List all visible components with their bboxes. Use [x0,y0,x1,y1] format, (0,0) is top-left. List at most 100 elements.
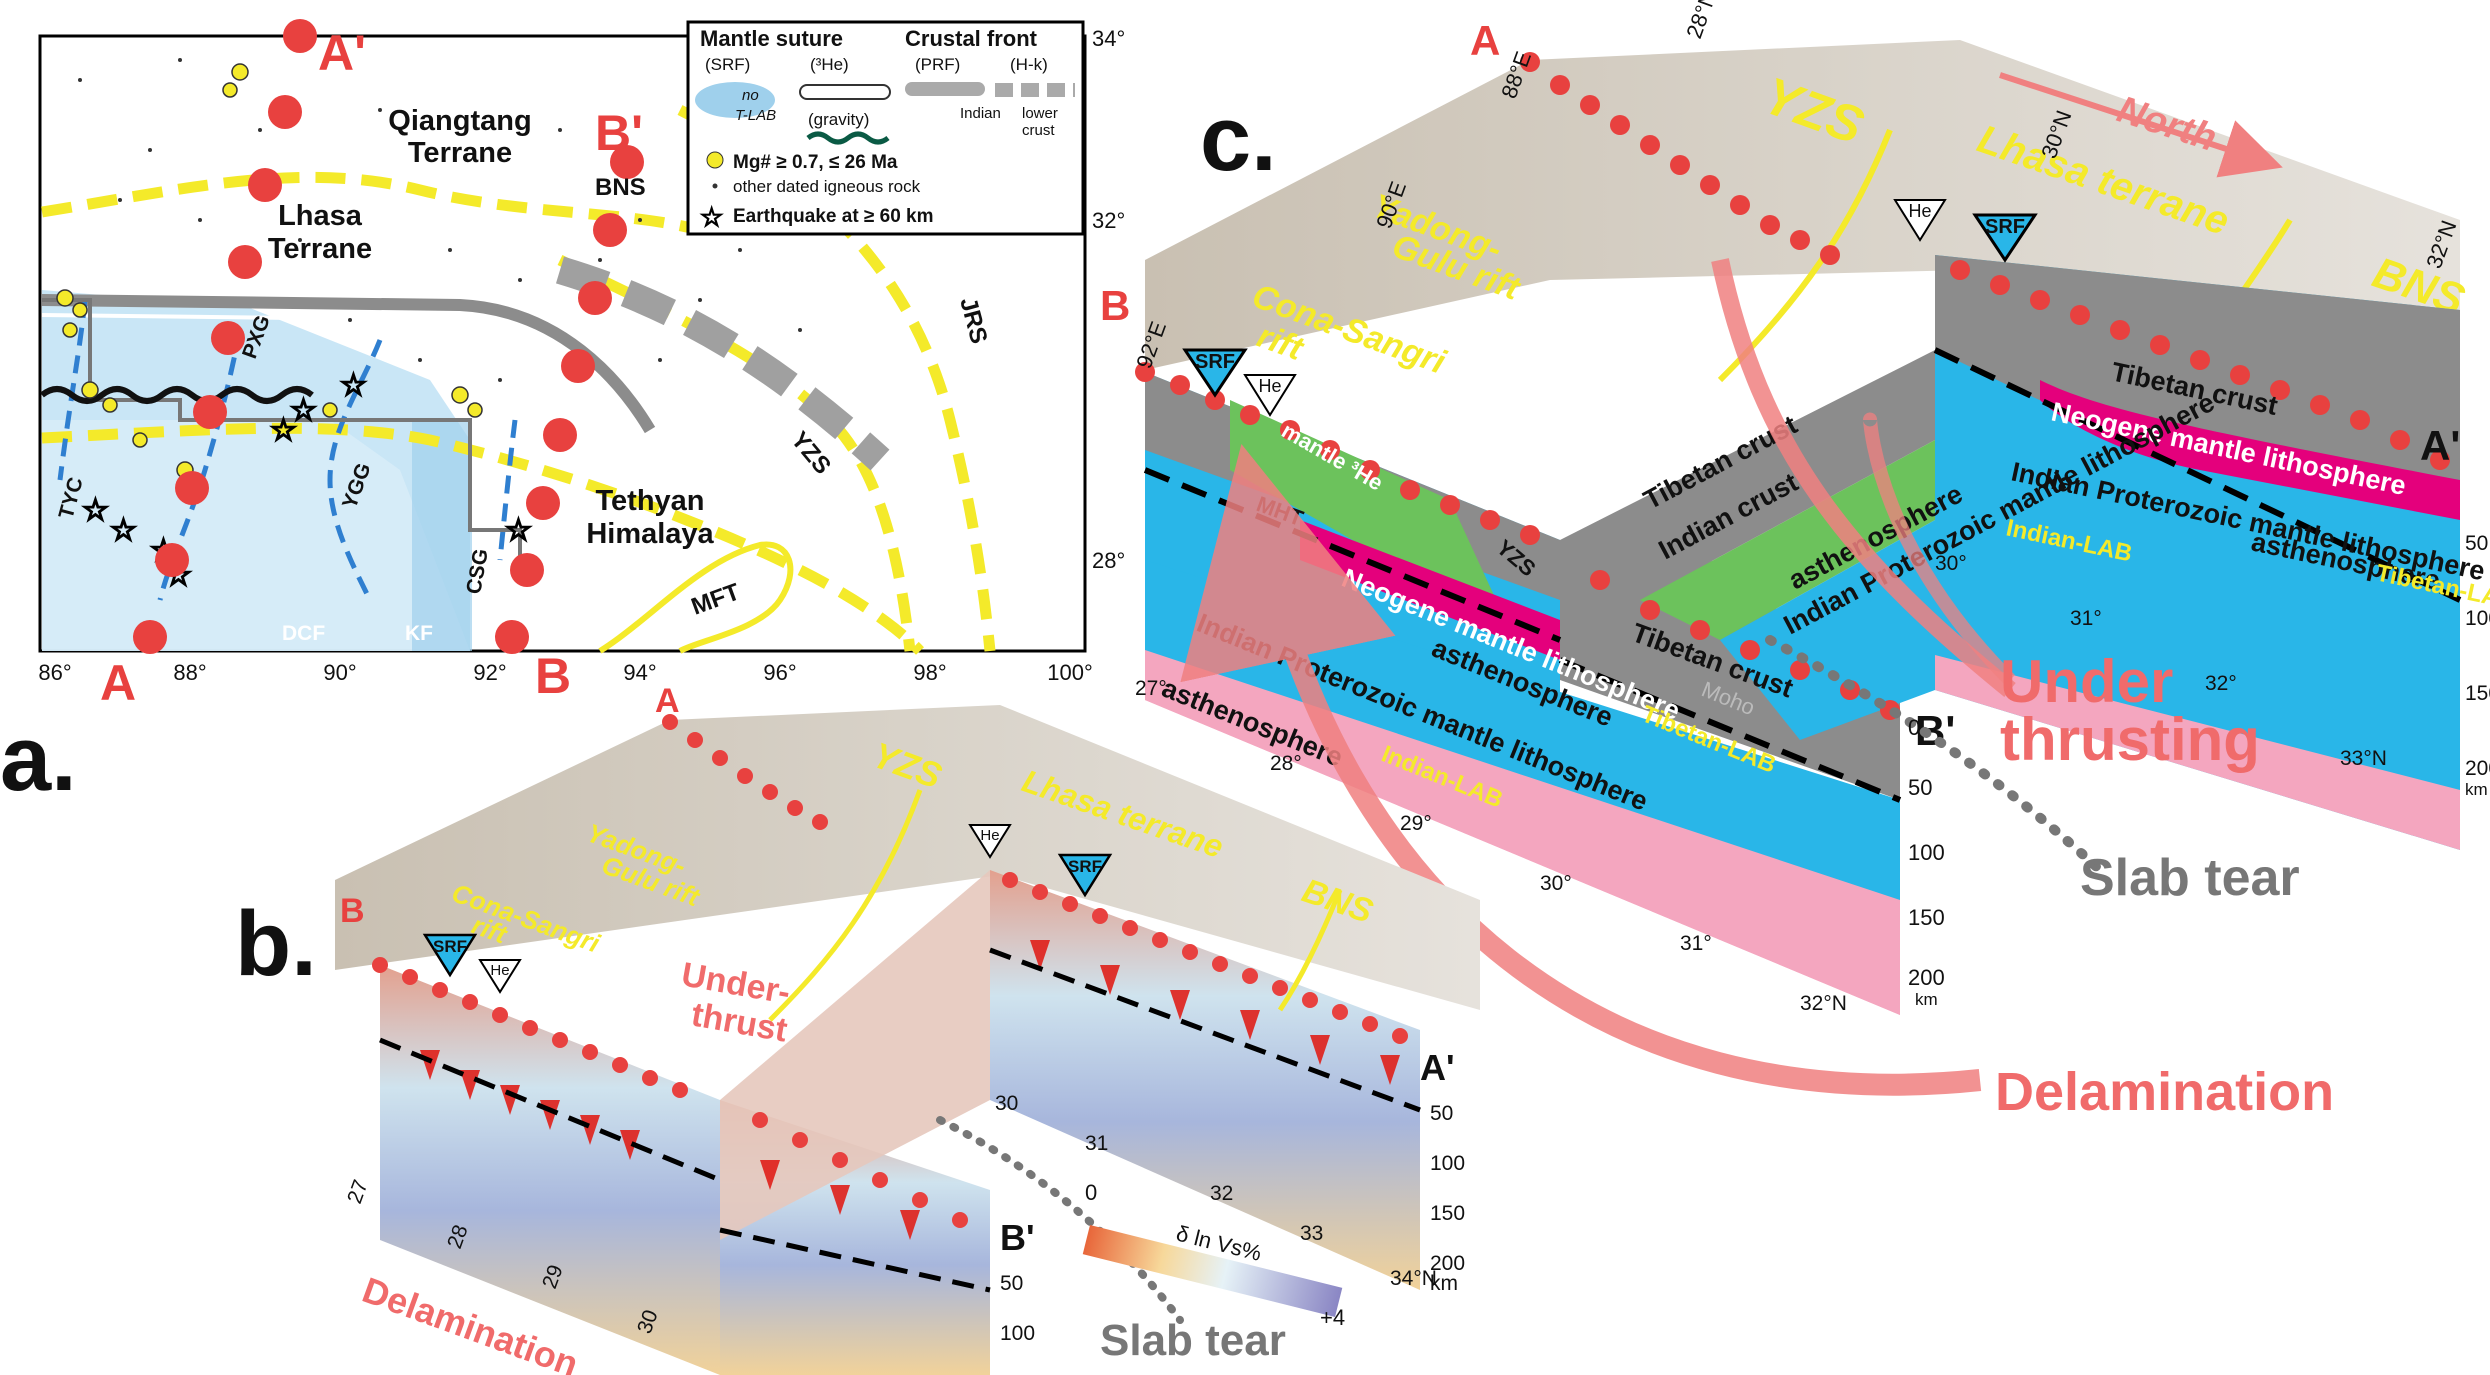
b-colorbar [1082,1225,1343,1318]
b-front-section [380,965,720,1375]
legend-no: no [742,87,759,104]
lat-32: 32° [1092,208,1125,233]
b-rlat-30: 30 [995,1092,1018,1115]
c-depth-200: 200 [1908,965,1945,990]
c-lat-32: 32°N [1800,992,1847,1015]
label-tethyan-1: Tethyan [595,485,704,517]
c-lat-27: 27° [1135,677,1167,700]
b-rlat-32: 32 [1210,1182,1233,1205]
c-back-right-neogene [2040,380,2460,520]
b-depth-front: 50 100 [1000,1272,1035,1345]
map-A-prime: A' [318,25,366,81]
map-lon-ticks: 86° 88° 90° 92° 94° 96° 98° 100° [38,660,1092,685]
lon-96: 96° [763,660,796,685]
rift-tyc [57,299,88,481]
b-srf-left: SRF He [422,933,522,994]
label-bns: BNS [595,174,646,201]
b-A-prime: A' [1420,1047,1455,1088]
b-yzs-line [768,789,923,1022]
front-prf [41,294,656,434]
b-rlat-33: 33 [1300,1222,1323,1245]
legend-gravity-swatch [806,131,890,145]
earthquake-stars: ☆☆☆☆ ☆☆☆☆ [81,367,533,594]
csg-band [412,420,472,651]
label-dcf: DCF [282,622,325,645]
lon-100: 100° [1047,660,1093,685]
suture-yzs [41,422,924,655]
b-rdepth-100: 100 [1430,1152,1465,1175]
c-srf-right: SRF He [1893,199,2038,263]
svg-text:☆: ☆ [82,493,109,528]
b-B: B [340,892,365,930]
b-he-right-label: He [980,827,999,844]
b-rdepth-200: 200 [1430,1252,1465,1275]
b-dots [372,714,1408,1228]
legend-star-icon: ☆ [700,203,723,233]
thrust-mft [598,541,794,654]
panel-a-map: ☆☆☆☆ ☆☆☆☆ A' B' A B Qiangtang Terrane Lh… [38,19,1125,711]
c-lat-28: 28° [1270,752,1302,775]
map-B-prime: B' [595,105,643,161]
legend-other-rock: other dated igneous rock [733,177,921,196]
b-slab-tear-label: Slab tear [1100,1316,1286,1365]
rift-ygg [327,339,383,602]
c-rlat-30: 30° [1935,552,1967,575]
lon-98: 98° [913,660,946,685]
c-slab-tear-dots [1765,635,2105,875]
map-A: A [100,655,136,711]
c-lat-30: 30° [1540,872,1572,895]
label-tethyan-2: Himalaya [586,518,714,550]
b-moho-lower [719,1227,991,1293]
c-moho-right [1933,347,2462,603]
c-delamination-arrow [1180,443,1982,1096]
c-slab-tear-label: Slab tear [2080,849,2300,907]
c-lat-29: 29° [1400,812,1432,835]
map-lat-ticks: 34° 32° 28° [1092,26,1125,573]
legend-srf: (SRF) [705,55,750,74]
legend-rock-swatch [712,183,718,189]
b-fdepth-50: 50 [1000,1272,1023,1295]
c-B: B [1100,282,1130,329]
legend-crust: crust [1022,122,1055,139]
c-depth-50: 50 [1908,775,1932,800]
lat-34: 34° [1092,26,1125,51]
c-srf-left: SRF He [1182,348,1297,417]
c-top-surface [1145,40,2460,370]
c-moho-lower [1558,657,1902,803]
c-depth-150: 150 [1908,905,1945,930]
label-lhasa-2: Terrane [268,233,372,265]
b-rdepth-150: 150 [1430,1202,1465,1225]
rift-csg [497,419,518,561]
c-underthrust-arrow-1 [1711,258,2016,697]
label-kf: KF [405,622,433,645]
panel-b-block: A B A' B' YZS Lhasa terrane BNS Yadong- … [335,682,1480,1375]
b-moho-front [379,1037,721,1183]
c-delamination-label: Delamination [1995,1062,2334,1122]
mg-circles [56,63,483,479]
svg-text:☆: ☆ [290,393,317,428]
legend-crustal-front: Crustal front [905,26,1038,51]
c-rdepth-200: 200 [2465,757,2490,780]
b-lat-27: 27 [343,1177,373,1207]
svg-text:☆: ☆ [270,413,297,448]
legend-mantle-suture: Mantle suture [700,26,843,51]
c-lat-31: 31° [1680,932,1712,955]
panel-label-b: b. [235,893,317,995]
c-rdepth-50: 50 [2465,532,2488,555]
lon-88: 88° [173,660,206,685]
c-he-right-label: He [1908,201,1931,221]
c-srf-right-label: SRF [1985,216,2025,238]
b-cb-min: 0 [1085,1180,1097,1205]
c-depth-100: 100 [1908,840,1945,865]
b-back-section [990,870,1420,1290]
b-he-left-label: He [490,962,509,979]
lon-94: 94° [623,660,656,685]
c-lat-right: 30° 31° 32° 33°N [1935,552,2387,770]
terrane-labels: Qiangtang Terrane Lhasa Terrane Tethyan … [268,105,715,550]
panel-label-c: c. [1200,88,1277,190]
c-A: A [1470,17,1500,64]
b-srf-right-label: SRF [1068,857,1102,876]
b-moho-back [989,947,1421,1113]
b-rlat-31: 31 [1085,1132,1108,1155]
b-fdepth-100: 100 [1000,1322,1035,1345]
